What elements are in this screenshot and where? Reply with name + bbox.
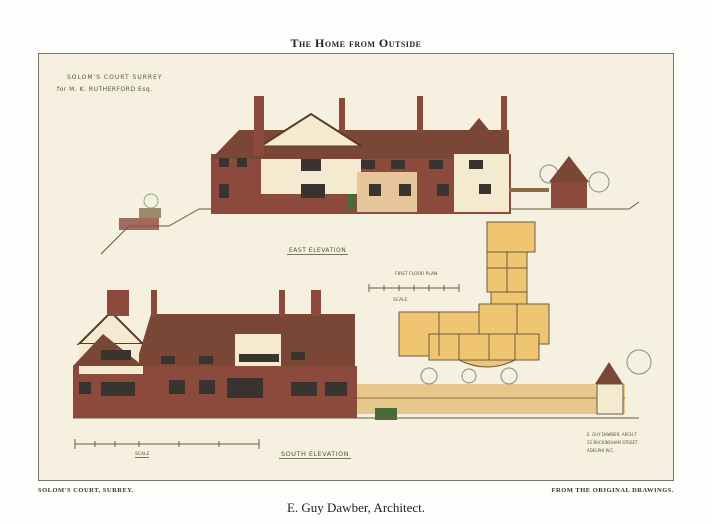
drawing-title-line2: for M. K. RUTHERFORD Esq. — [57, 86, 153, 93]
plan-scale-bar — [368, 284, 460, 292]
architect-line: E. GUY DAWBER, ARCH.T — [587, 432, 637, 437]
caption-left: SOLOM'S COURT, SURREY. — [38, 487, 135, 494]
architect-line: 22 BUCKINGHAM STREET — [587, 440, 638, 445]
drawing-artwork — [73, 96, 652, 449]
architect-line: ADELPHI W.C. — [587, 448, 615, 453]
architect-credit: E. Guy Dawber, Architect. — [286, 500, 426, 515]
first-floor-plan-drawing — [398, 221, 550, 368]
architectural-plate: SOLOM'S COURT SURREY for M. K. RUTHERFOR… — [38, 53, 674, 481]
caption-right: FROM THE ORIGINAL DRAWINGS. — [551, 487, 674, 494]
east-elevation-label: EAST ELEVATION — [287, 247, 349, 255]
plan-scale-label: SCALE — [393, 298, 408, 303]
east-elevation-drawing — [100, 96, 640, 255]
page-title: The Home from Outside — [290, 36, 422, 50]
south-elevation-label: SOUTH ELEVATION — [279, 450, 352, 459]
architect-address: E. GUY DAWBER, ARCH.T 22 BUCKINGHAM STRE… — [587, 431, 673, 455]
south-elevation-drawing — [73, 290, 652, 420]
first-floor-plan-label: FIRST FLOOR PLAN — [395, 272, 438, 277]
drawing-title-line1: SOLOM'S COURT SURREY — [67, 74, 163, 81]
south-scale-label: SCALE — [135, 452, 150, 458]
south-scale-bar — [74, 439, 260, 449]
